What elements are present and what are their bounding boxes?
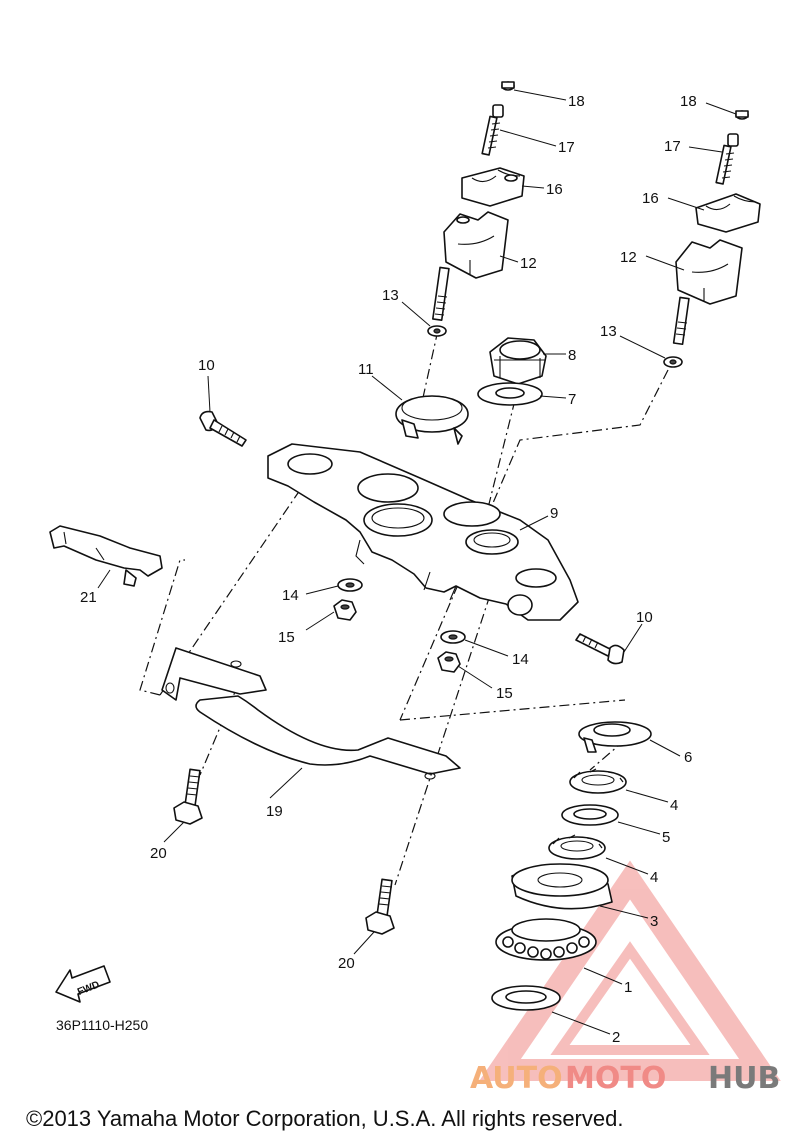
part-21-clamp [49,525,163,587]
callout-14-a: 14 [282,587,299,604]
part-17-bolt-right [715,133,739,185]
part-17-bolt-left [481,104,504,156]
copyright-text: ©2013 Yamaha Motor Corporation, U.S.A. A… [26,1106,623,1131]
callout-11: 11 [358,361,374,378]
watermark-logo [479,860,781,1081]
part-12-lower-holder-left [432,211,509,321]
callout-19: 19 [266,803,283,820]
callout-12-left: 12 [520,255,537,272]
callout-3: 3 [650,913,658,930]
callout-5: 5 [662,829,670,846]
watermark-auto: AUTO [470,1061,563,1096]
part-11-cap [395,395,469,445]
part-15-nut-b [437,651,461,673]
callout-17-right: 17 [664,138,681,155]
part-5-washer [561,804,619,826]
part-2-seal [491,985,561,1011]
part-18-cap-left [501,81,515,91]
callout-7: 7 [568,391,576,408]
part-18-cap-right [735,110,749,120]
part-10-bolt-right [575,633,625,665]
callout-20-b: 20 [338,955,355,972]
part-13-washer-left [427,325,447,337]
callout-13-right: 13 [600,323,617,340]
part-12-lower-holder-right [672,239,743,346]
callout-10-right: 10 [636,609,653,626]
watermark-text: AUTO MOTO HUB [470,1061,780,1096]
drawing-code: 36P1110-H250 [56,1017,148,1033]
callout-20-a: 20 [150,845,167,862]
part-14-washer-b [440,630,466,644]
callout-18-left: 18 [568,93,585,110]
callout-16-right: 16 [642,190,659,207]
callout-17-left: 17 [558,139,575,156]
callout-15-b: 15 [496,685,513,702]
callout-18-right: 18 [680,93,697,110]
part-19-bracket [161,647,461,780]
part-16-upper-holder-right [695,193,761,233]
part-10-bolt-left [199,410,247,447]
leader-lines [97,89,737,1035]
callout-8: 8 [568,347,576,364]
callout-21: 21 [80,589,97,606]
callout-labels: 18 17 16 12 13 18 17 16 12 13 8 7 11 10 … [80,93,697,1046]
callout-16-left: 16 [546,181,563,198]
watermark-moto: MOTO [565,1061,666,1096]
part-3-bearing-race [511,863,613,910]
callout-4-b: 4 [650,869,658,886]
part-9-upper-bracket [267,443,579,621]
callout-10-left: 10 [198,357,215,374]
part-15-nut-a [333,599,357,621]
callout-13-left: 13 [382,287,399,304]
part-1-bearing [495,918,597,961]
callout-2: 2 [612,1029,620,1046]
part-16-upper-holder-left [461,167,525,207]
callout-4-a: 4 [670,797,678,814]
part-13-washer-right [663,356,683,368]
callout-15-a: 15 [278,629,295,646]
watermark-hub: HUB [708,1061,780,1096]
fwd-arrow-icon: FWD [55,965,111,1003]
part-6-washer [578,721,652,753]
callout-6: 6 [684,749,692,766]
callout-12-right: 12 [620,249,637,266]
callout-1: 1 [624,979,632,996]
part-14-washer-a [337,578,363,592]
part-20-bolt-b [365,878,395,935]
part-20-bolt-a [173,768,203,825]
callout-9: 9 [550,505,558,522]
part-4-ring-nut-b [548,834,606,860]
callout-14-b: 14 [512,651,529,668]
part-8-steering-nut [489,337,547,385]
part-4-ring-nut-a [569,768,627,794]
part-7-washer [477,382,543,406]
